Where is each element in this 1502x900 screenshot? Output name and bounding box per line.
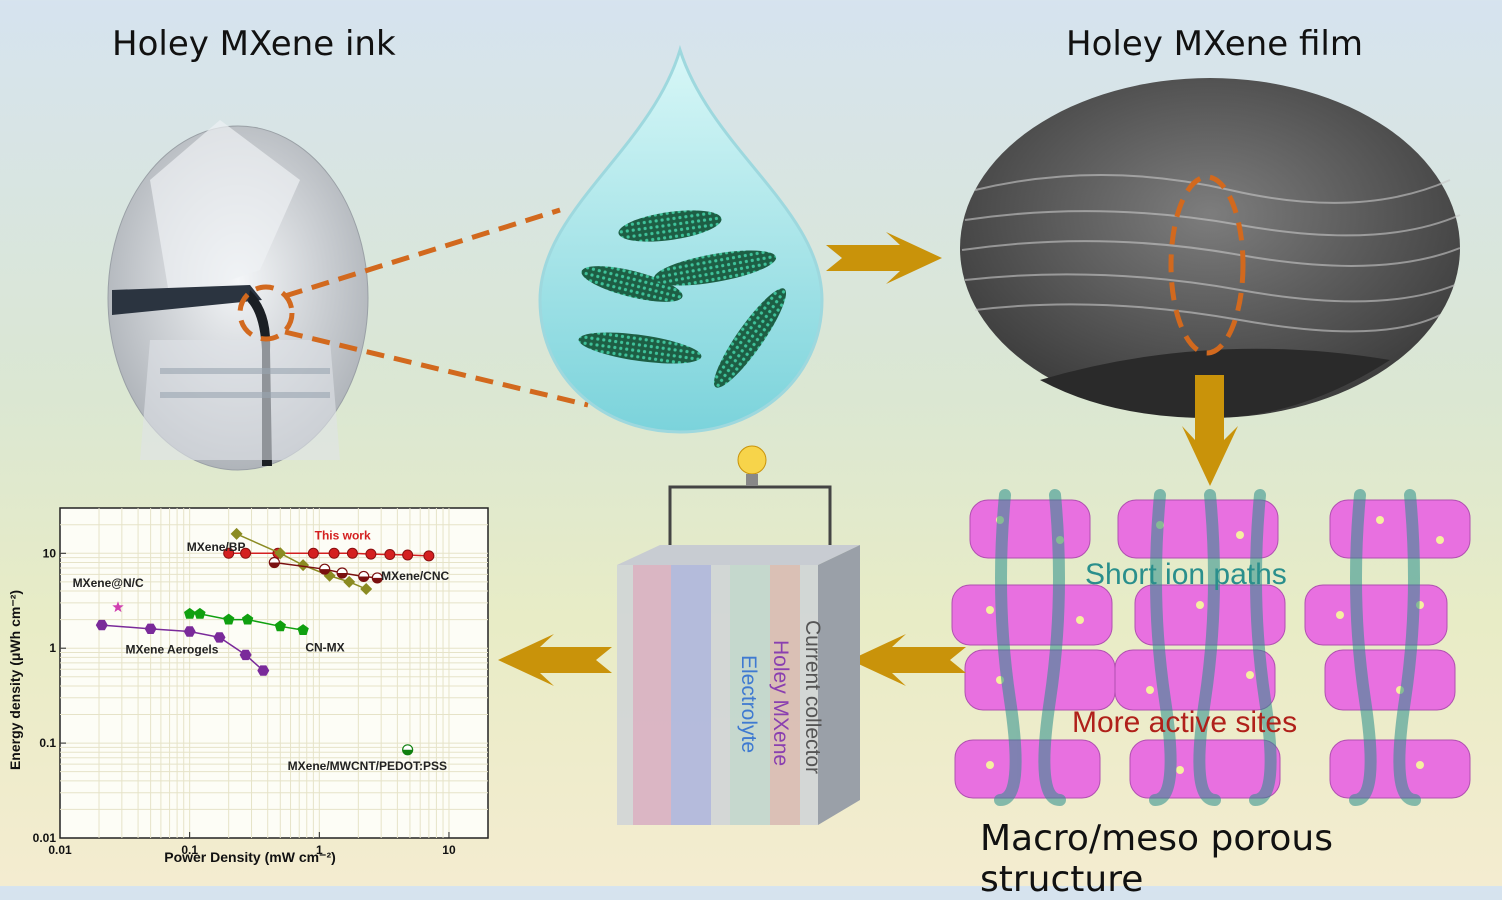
series-label: MXene/MWCNT/PEDOT:PSS bbox=[288, 759, 447, 773]
ink-photo bbox=[107, 120, 369, 471]
ink-title: Holey MXene ink bbox=[112, 24, 396, 64]
series-label: MXene@N/C bbox=[73, 576, 144, 590]
data-point bbox=[223, 547, 235, 559]
data-point bbox=[384, 549, 396, 561]
data-point bbox=[184, 607, 196, 619]
data-point bbox=[365, 548, 377, 560]
data-point-fill bbox=[269, 562, 280, 568]
chart-marks bbox=[95, 527, 435, 756]
data-point-fill bbox=[337, 572, 348, 578]
data-point bbox=[274, 620, 286, 632]
data-point bbox=[213, 632, 226, 643]
data-point bbox=[257, 665, 270, 676]
data-point-fill bbox=[319, 569, 330, 575]
chart-ticks: 0.01 0.1 1 10 0.01 0.1 1 10 bbox=[33, 546, 456, 857]
data-point bbox=[230, 527, 243, 540]
film-zoom-circle bbox=[1168, 174, 1246, 356]
series-line bbox=[228, 552, 429, 557]
ink-drop bbox=[538, 44, 824, 434]
series-label: MXene/BP bbox=[187, 540, 246, 554]
series-label: MXene/CNC bbox=[381, 569, 449, 583]
data-point bbox=[95, 619, 108, 631]
x-tick-label: 0.01 bbox=[48, 843, 72, 857]
data-point bbox=[240, 547, 252, 559]
data-point bbox=[223, 613, 235, 625]
y-tick-label: 0.1 bbox=[39, 736, 56, 750]
data-point bbox=[239, 649, 252, 661]
data-point-fill bbox=[358, 576, 369, 582]
film-title: Holey MXene film bbox=[1066, 24, 1363, 64]
data-point bbox=[112, 601, 124, 613]
data-point bbox=[194, 607, 206, 619]
electrolyte-label: Electrolyte bbox=[737, 655, 760, 753]
x-tick-label: 1 bbox=[316, 843, 323, 857]
data-point bbox=[183, 626, 196, 637]
y-tick-label: 10 bbox=[43, 546, 57, 560]
data-point bbox=[274, 547, 287, 560]
data-point bbox=[241, 613, 254, 625]
film-sem-image bbox=[960, 78, 1461, 418]
y-tick-label: 1 bbox=[49, 641, 56, 655]
lightbulb-icon bbox=[737, 445, 767, 486]
arrow-down bbox=[1182, 375, 1238, 486]
data-point bbox=[297, 559, 310, 572]
arrow-left-1 bbox=[850, 634, 966, 686]
data-point-fill bbox=[372, 577, 383, 583]
bottle-neck bbox=[112, 285, 262, 315]
x-tick-label: 0.1 bbox=[181, 843, 198, 857]
data-point bbox=[343, 575, 356, 588]
zoom-indicator bbox=[237, 207, 589, 408]
data-point bbox=[328, 547, 340, 559]
current-collector-label: Current collector bbox=[801, 620, 824, 774]
holey-mxene-label: Holey MXene bbox=[769, 640, 792, 766]
mxene-flakes bbox=[578, 210, 787, 388]
x-tick-label: 10 bbox=[442, 843, 456, 857]
series-label: MXene Aerogels bbox=[125, 642, 218, 656]
active-sites-label: More active sites bbox=[1072, 706, 1297, 739]
data-point bbox=[346, 547, 358, 559]
data-point-fill bbox=[402, 749, 413, 755]
porous-structure: Short ion paths More active sites bbox=[951, 489, 1471, 806]
data-point bbox=[423, 550, 435, 562]
y-tick-label: 0.01 bbox=[33, 831, 57, 845]
arrow-left-2 bbox=[498, 634, 612, 686]
data-point bbox=[402, 549, 414, 561]
series-label: CN-MX bbox=[305, 641, 344, 655]
arrow-right-1 bbox=[826, 232, 942, 284]
chart-y-label: Energy density (μWh cm⁻²) bbox=[7, 590, 23, 770]
series-label: This work bbox=[315, 528, 371, 542]
data-point bbox=[360, 583, 373, 595]
data-point bbox=[307, 547, 319, 559]
chart-grid bbox=[60, 508, 488, 838]
device: Electrolyte Holey MXene Current collecto… bbox=[617, 445, 860, 825]
data-point bbox=[144, 623, 157, 634]
ion-paths-label: Short ion paths bbox=[1085, 558, 1287, 591]
data-point bbox=[297, 624, 309, 635]
chart-x-label: Power Density (mW cm⁻²) bbox=[164, 849, 336, 865]
